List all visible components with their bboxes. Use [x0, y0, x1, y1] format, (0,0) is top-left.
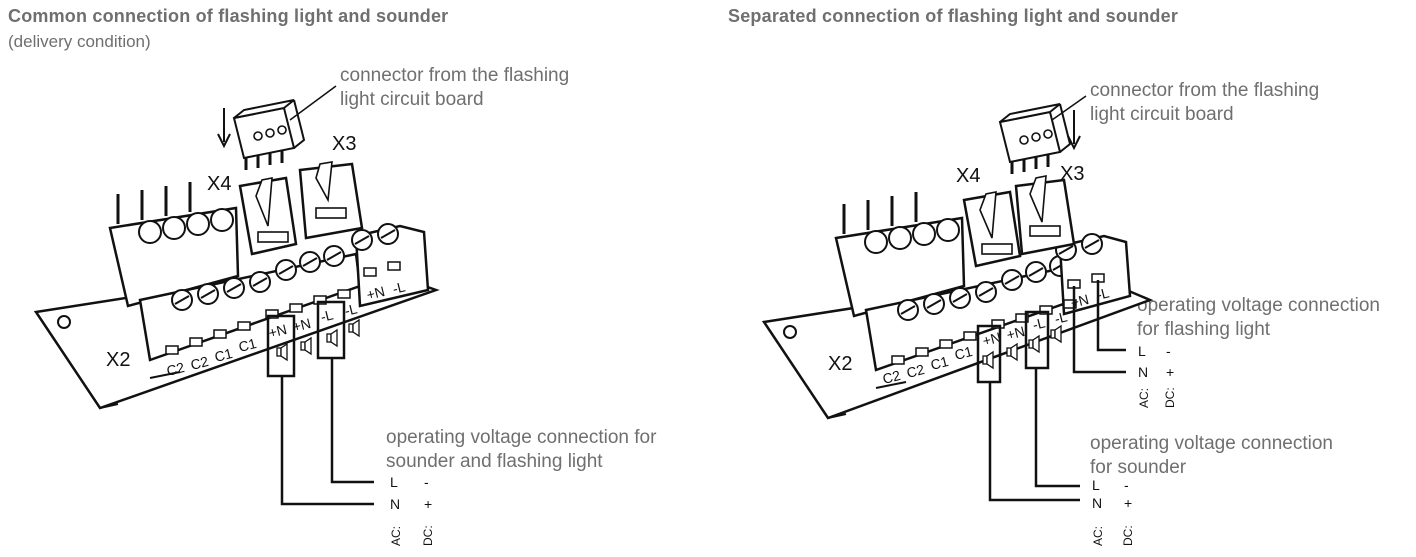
right-sounder-note: operating voltage connection for sounder: [1090, 432, 1333, 480]
right-flash-note-line2: for flashing light: [1137, 319, 1271, 340]
left-pin-c2b: C2: [189, 353, 210, 373]
left-connector-note-line2: light circuit board: [340, 89, 484, 110]
right-flash-legend-dc: DC:: [1163, 387, 1177, 408]
left-subtitle: (delivery condition): [8, 32, 151, 51]
right-flash-legend-l-dc: -: [1166, 343, 1171, 359]
left-legend-ac: AC:: [389, 526, 403, 546]
right-sounder-legend-l: L: [1092, 477, 1100, 493]
left-title: Common connection of flashing light and …: [8, 6, 449, 26]
left-wiring: [266, 300, 374, 506]
left-legend-n: N: [390, 496, 400, 512]
right-wiring: [976, 280, 1126, 502]
right-sounder-legend-dc: DC:: [1121, 525, 1135, 546]
right-sounder-legend-n-dc: +: [1124, 495, 1132, 511]
right-title: Separated connection of flashing light a…: [728, 6, 1179, 26]
right-connector-note: connector from the flashing light circui…: [1090, 79, 1319, 127]
left-operating-note-line2: sounder and flashing light: [386, 451, 603, 472]
left-pin-l3: -L: [391, 278, 407, 297]
right-sounder-legend-ac: AC:: [1091, 526, 1105, 546]
left-pin-c1b: C1: [237, 335, 258, 355]
left-operating-note: operating voltage connection for sounder…: [386, 426, 656, 474]
left-pin-c2a: C2: [165, 359, 186, 379]
left-pin-l2: -L: [343, 300, 359, 319]
left-pin-n3: +N: [365, 283, 387, 303]
right-pin-c2a: C2: [881, 367, 902, 387]
right-flash-legend-n-dc: +: [1166, 364, 1174, 380]
right-legend-flashing-light: L - N + AC: DC:: [1137, 343, 1177, 408]
right-pin-n1: +N: [981, 329, 1003, 349]
left-pin-n2: +N: [291, 315, 313, 335]
left-legend-dc: DC:: [421, 525, 435, 546]
right-pin-c1b: C1: [953, 343, 974, 363]
right-flash-note: operating voltage connection for flashin…: [1137, 294, 1380, 342]
right-flashing-light-connector: [998, 95, 1087, 176]
left-legend-l-dc: -: [424, 474, 429, 490]
right-terminal-board: [761, 175, 1154, 420]
right-flash-legend-n: N: [1138, 364, 1148, 380]
right-pin-n2: +N: [1005, 323, 1027, 343]
right-pin-c2b: C2: [905, 361, 926, 381]
left-connector-note-line1: connector from the flashing: [340, 65, 570, 86]
right-sounder-note-line2: for sounder: [1090, 457, 1187, 478]
right-pin-l1: -L: [1031, 314, 1047, 333]
left-legend-n-dc: +: [424, 496, 432, 512]
right-sounder-legend-n: N: [1092, 495, 1102, 511]
right-flash-legend-l: L: [1138, 343, 1146, 359]
left-pin-c1a: C1: [213, 345, 234, 365]
right-flash-note-line1: operating voltage connection: [1137, 295, 1380, 316]
left-connector-note: connector from the flashing light circui…: [340, 64, 569, 112]
right-x3-label: X3: [1060, 163, 1084, 185]
right-x4-label: X4: [956, 165, 980, 187]
right-connector-note-line2: light circuit board: [1090, 104, 1234, 125]
left-legend: L - N + AC: DC:: [389, 474, 435, 546]
left-pin-n1: +N: [267, 321, 289, 341]
left-flashing-light-connector: [217, 85, 337, 172]
right-pin-l2: -L: [1053, 308, 1069, 327]
right-connector-note-line1: connector from the flashing: [1090, 80, 1320, 101]
left-terminal-board: [33, 161, 440, 410]
left-pin-l1: -L: [319, 306, 335, 325]
right-legend-sounder: L - N + AC: DC:: [1091, 477, 1135, 546]
right-pin-c1a: C1: [929, 353, 950, 373]
left-pin-labels: C2 C2 C1 C1 +N +N -L -L +N -L: [165, 278, 407, 379]
right-x2-label: X2: [828, 353, 852, 375]
right-sounder-legend-l-dc: -: [1124, 477, 1129, 493]
left-x4-label: X4: [207, 173, 231, 195]
left-x3-label: X3: [332, 133, 356, 155]
right-flash-legend-ac: AC:: [1137, 388, 1151, 408]
left-legend-l: L: [390, 474, 398, 490]
right-sounder-note-line1: operating voltage connection: [1090, 433, 1333, 454]
left-operating-note-line1: operating voltage connection for: [386, 427, 657, 448]
left-x2-label: X2: [106, 349, 130, 371]
